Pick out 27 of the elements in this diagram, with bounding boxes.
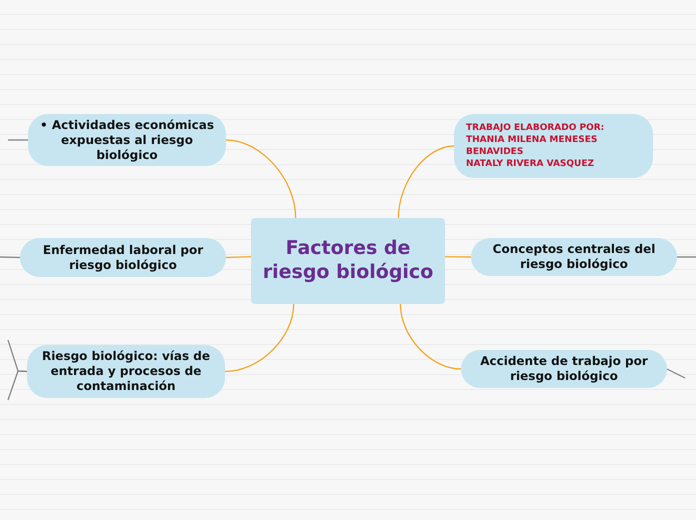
topic-label: Enfermedad laboral por riesgo biológico bbox=[42, 242, 204, 272]
topic-label: Riesgo biológico: vías de entrada y procesos de contaminación bbox=[40, 349, 212, 394]
credit-text: TRABAJO ELABORADO POR: bbox=[466, 122, 604, 134]
central-topic-title: Factores de riesgo biológico bbox=[262, 237, 434, 285]
connector-line bbox=[677, 256, 696, 258]
credit-text: THANIA MILENA MENESES BENAVIDES bbox=[466, 134, 598, 158]
connector-line bbox=[226, 139, 296, 218]
connector-line bbox=[226, 256, 252, 258]
connector-line bbox=[398, 145, 454, 218]
topic-box bbox=[461, 350, 667, 388]
topic-box bbox=[471, 238, 677, 276]
topic-label: • Actividades económicas expuestas al riesgo biológico bbox=[38, 118, 216, 162]
connector-line bbox=[0, 256, 20, 258]
topic-label: Conceptos centrales del riesgo biológico bbox=[492, 242, 656, 272]
topic-box bbox=[28, 114, 226, 166]
connector-line bbox=[400, 304, 462, 370]
central-topic-box bbox=[251, 218, 445, 304]
connector-line bbox=[445, 256, 471, 258]
topic-box bbox=[27, 345, 225, 398]
connector-line bbox=[8, 139, 28, 141]
topic-label: Accidente de trabajo por riesgo biológico bbox=[479, 354, 649, 384]
topic-box bbox=[20, 238, 226, 277]
connector-line bbox=[666, 368, 686, 379]
topic-box bbox=[454, 114, 653, 178]
connector-line bbox=[7, 370, 28, 400]
connector-line bbox=[224, 304, 294, 372]
credit-text: NATALY RIVERA VASQUEZ bbox=[466, 158, 594, 170]
